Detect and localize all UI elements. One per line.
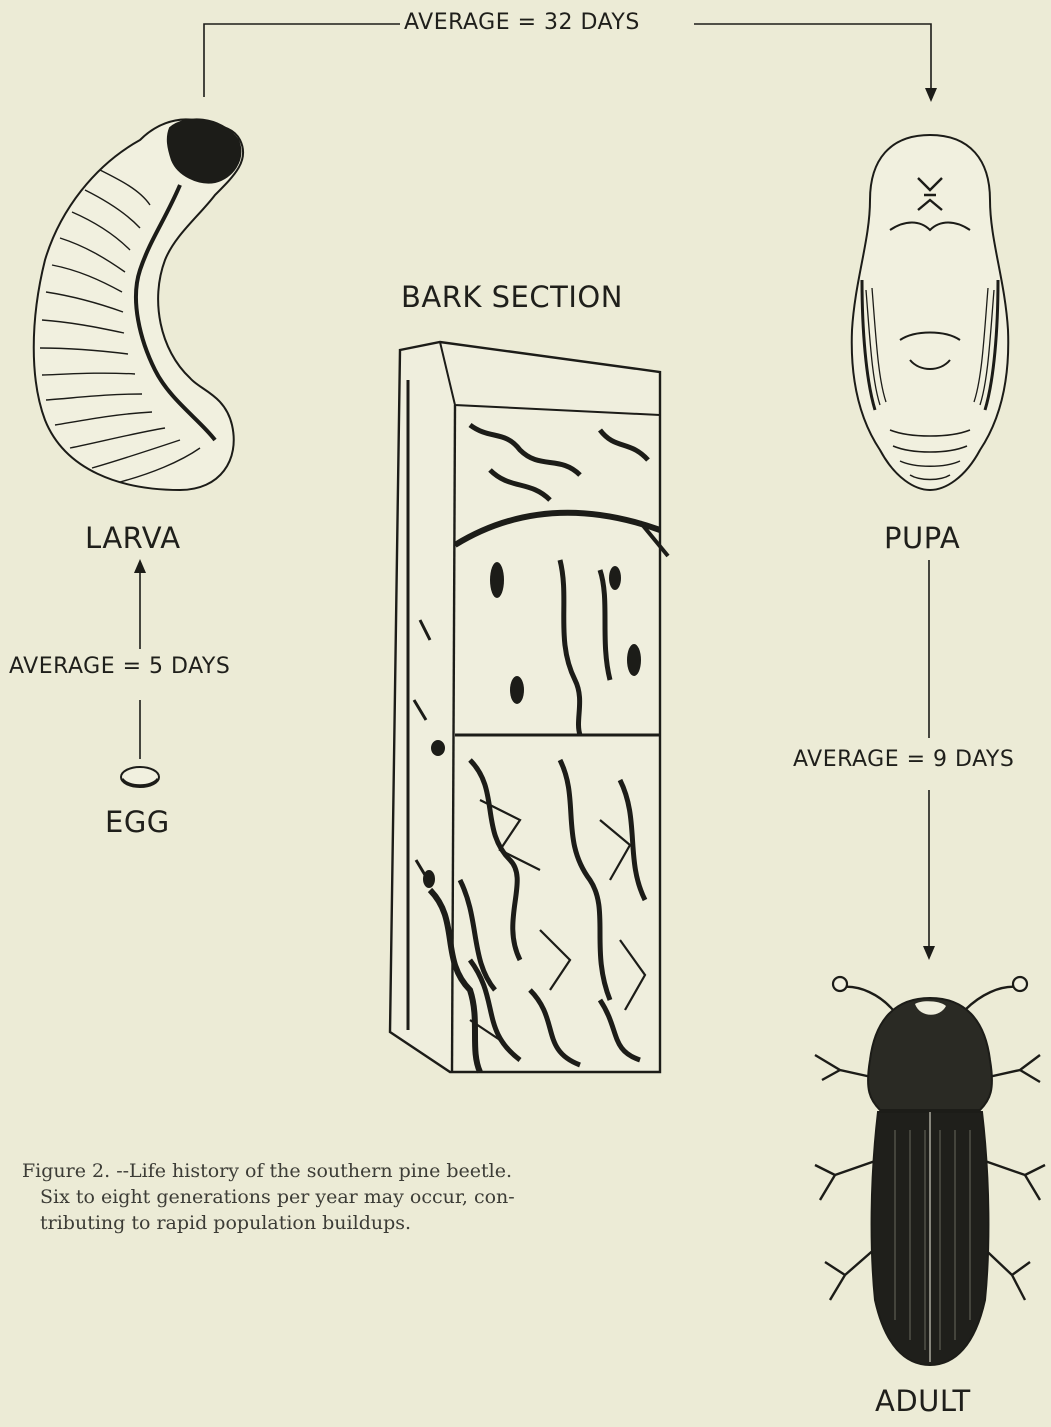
egg-illustration <box>121 767 159 787</box>
pupa-label: PUPA <box>884 521 960 555</box>
top-cycle-connector <box>204 24 937 102</box>
egg-to-larva-duration-label: AVERAGE = 5 DAYS <box>9 654 230 679</box>
caption-line-1: Figure 2. --Life history of the southern… <box>22 1158 515 1184</box>
bark-section-illustration <box>390 342 668 1072</box>
larva-illustration <box>34 119 243 490</box>
pupa-illustration <box>852 135 1009 490</box>
bark-section-title: BARK SECTION <box>401 280 623 314</box>
caption-line-2: Six to eight generations per year may oc… <box>22 1184 515 1210</box>
top-cycle-duration-label: AVERAGE = 32 DAYS <box>404 10 640 35</box>
caption-line-3: tributing to rapid population buildups. <box>22 1210 515 1236</box>
pupa-to-adult-duration-label: AVERAGE = 9 DAYS <box>793 747 1014 772</box>
larva-label: LARVA <box>85 521 181 555</box>
egg-label: EGG <box>105 805 170 839</box>
adult-label: ADULT <box>875 1384 971 1418</box>
figure-caption: Figure 2. --Life history of the southern… <box>22 1158 515 1236</box>
adult-beetle-illustration <box>815 977 1045 1365</box>
